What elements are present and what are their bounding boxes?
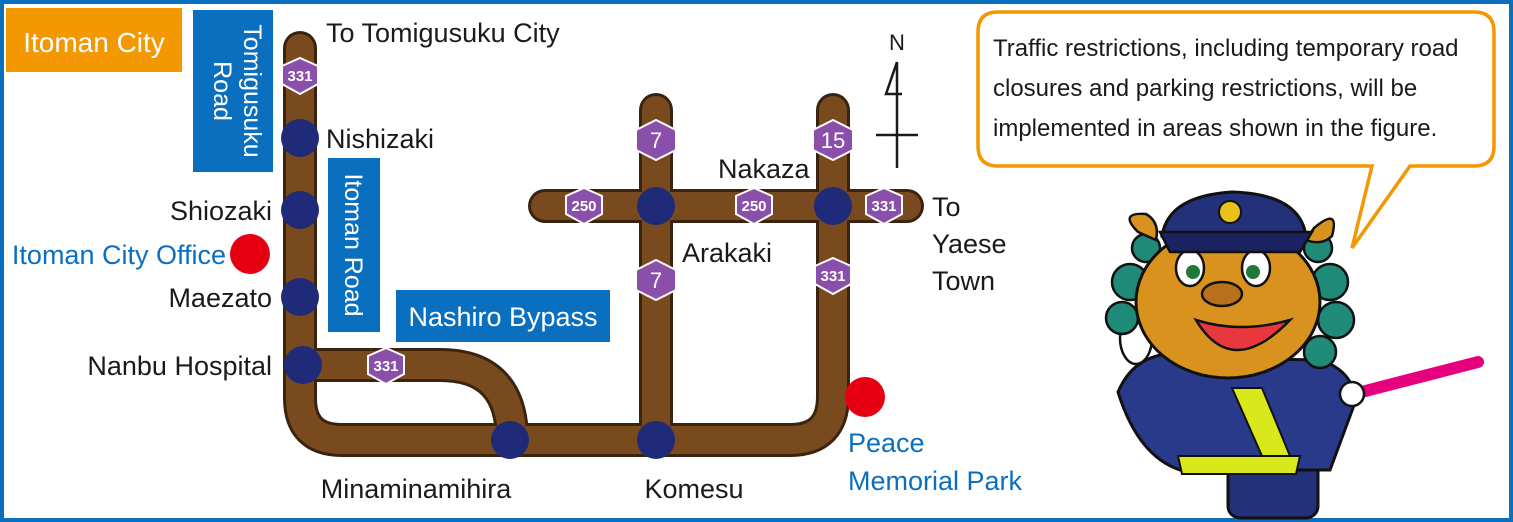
itoman-road-label: Itoman Road <box>328 158 380 332</box>
svg-text:7: 7 <box>650 268 662 293</box>
route-331-shield-bypass: 331 <box>367 346 405 386</box>
route-331-shield-south: 331 <box>814 256 852 296</box>
intersection-arakaki <box>637 187 675 225</box>
minaminamihira-label: Minaminamihira <box>321 474 513 504</box>
city-badge: Itoman City <box>6 8 182 72</box>
svg-text:Town: Town <box>932 266 995 296</box>
svg-text:Yaese: Yaese <box>932 229 1007 259</box>
intersection-minaminamihira <box>491 421 529 459</box>
route-7-shield-north: 7 <box>635 118 677 162</box>
intersection-komesu <box>637 421 675 459</box>
svg-text:15: 15 <box>821 128 845 153</box>
notice-line-3: implemented in areas shown in the figure… <box>993 115 1437 142</box>
intersection-maezato <box>281 278 319 316</box>
route-331-main <box>286 34 847 454</box>
peace-memorial-park-label: Peace Memorial Park <box>848 428 1023 496</box>
itoman-city-office-marker <box>230 234 270 274</box>
notice-line-1: Traffic restrictions, including temporar… <box>993 35 1459 62</box>
route-15-shield: 15 <box>812 118 854 162</box>
arakaki-label: Arakaki <box>682 238 772 268</box>
nakaza-label: Nakaza <box>718 154 811 184</box>
route-250-shield-east: 250 <box>735 186 773 226</box>
tomigusuku-road-label: Tomigusuku Road <box>193 10 273 172</box>
svg-text:To: To <box>932 192 961 222</box>
tomigusuku-road-label-line1: Tomigusuku <box>238 24 266 157</box>
svg-text:Memorial Park: Memorial Park <box>848 466 1023 496</box>
maezato-label: Maezato <box>168 283 272 313</box>
svg-text:250: 250 <box>741 198 766 215</box>
shiozaki-label: Shiozaki <box>170 196 272 226</box>
route-331-shield-east: 331 <box>865 186 903 226</box>
svg-text:331: 331 <box>287 68 312 85</box>
city-badge-label: Itoman City <box>23 27 165 58</box>
intersection-nakaza <box>814 187 852 225</box>
north-label: N <box>889 30 905 55</box>
to-yaese-town-label: To Yaese Town <box>932 192 1007 296</box>
svg-text:331: 331 <box>820 268 845 285</box>
intersection-nanbu-hospital <box>284 346 322 384</box>
notice-speech-bubble: Traffic restrictions, including temporar… <box>976 10 1496 250</box>
notice-line-2: closures and parking restrictions, will … <box>993 75 1417 102</box>
nashiro-bypass-label: Nashiro Bypass <box>396 290 610 342</box>
nishizaki-label: Nishizaki <box>326 124 434 154</box>
route-250-shield-west: 250 <box>565 186 603 226</box>
route-shields: 331 331 331 331 250 250 7 7 <box>281 56 903 386</box>
svg-text:331: 331 <box>373 358 398 375</box>
nanbu-hospital-label: Nanbu Hospital <box>87 351 272 381</box>
svg-text:Peace: Peace <box>848 428 925 458</box>
komesu-label: Komesu <box>644 474 743 504</box>
police-shisa-mascot-icon <box>1104 190 1484 520</box>
nashiro-bypass-label-text: Nashiro Bypass <box>408 302 597 332</box>
tomigusuku-road-label-line2: Road <box>208 61 236 121</box>
intersection-shiozaki <box>281 191 319 229</box>
peace-memorial-park-marker <box>845 377 885 417</box>
route-7-shield-south: 7 <box>635 258 677 302</box>
route-331-shield-north: 331 <box>281 56 319 96</box>
itoman-city-office-label: Itoman City Office <box>12 240 226 270</box>
to-tomigusuku-city-label: To Tomigusuku City <box>326 18 560 48</box>
intersection-nishizaki <box>281 119 319 157</box>
north-arrow-icon <box>876 61 918 168</box>
svg-text:331: 331 <box>871 198 896 215</box>
itoman-road-label-text: Itoman Road <box>339 173 367 316</box>
svg-text:7: 7 <box>650 128 662 153</box>
svg-text:250: 250 <box>571 198 596 215</box>
